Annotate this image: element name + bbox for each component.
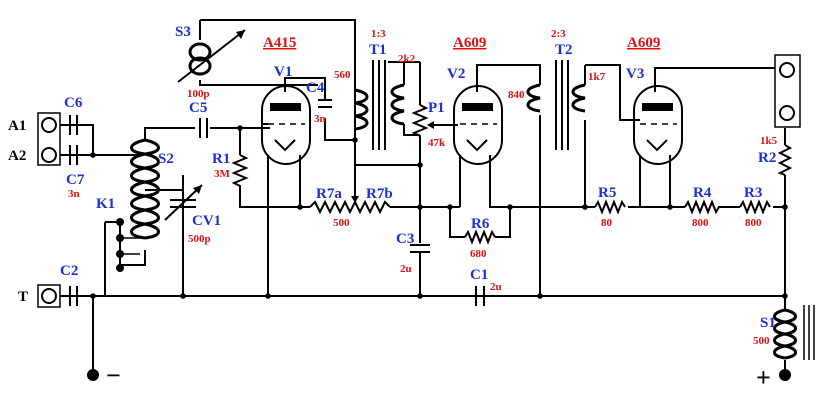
label-c7-value: 3n <box>68 188 80 200</box>
label-c7: C7 <box>66 172 85 188</box>
label-r7b: R7b <box>366 186 393 202</box>
label-2k2: 2k2 <box>398 53 416 65</box>
label-r3-value: 800 <box>745 217 762 229</box>
label-a2: A2 <box>8 148 26 164</box>
battery-terminals <box>87 369 791 381</box>
variable-capacitor-cv1 <box>164 184 203 221</box>
label-r2-value: 1k5 <box>760 135 778 147</box>
label-r2: R2 <box>758 150 776 166</box>
label-k1: K1 <box>96 196 115 212</box>
resistor-r5 <box>594 199 626 215</box>
junction-dots <box>90 125 788 299</box>
label-p1-value: 47k <box>428 137 446 149</box>
label-a1: A1 <box>8 118 26 134</box>
label-r3: R3 <box>744 185 762 201</box>
label-c1: C1 <box>470 267 488 283</box>
label-r6-value: 680 <box>470 248 487 260</box>
label-v3: V3 <box>626 66 644 82</box>
resistor-r6 <box>464 229 496 245</box>
label-a609-v3: A609 <box>627 35 660 51</box>
label-560: 560 <box>334 69 351 81</box>
label-a415: A415 <box>263 35 296 51</box>
label-cv1: CV1 <box>192 213 221 229</box>
label-c5: C5 <box>189 100 207 116</box>
capacitor-c1 <box>475 286 485 306</box>
output-terminals <box>774 54 801 128</box>
label-p1: P1 <box>428 100 445 116</box>
label-c2: C2 <box>60 263 78 279</box>
switch-k1 <box>105 218 140 272</box>
label-t2-ratio: 2:3 <box>551 28 566 40</box>
coil-s2 <box>130 138 160 240</box>
capacitor-c4 <box>318 99 332 108</box>
valve-v2 <box>453 85 503 165</box>
label-1k7: 1k7 <box>588 71 606 83</box>
capacitor-c3 <box>410 244 430 253</box>
label-c3: C3 <box>396 231 414 247</box>
label-a609-v2: A609 <box>453 35 486 51</box>
label-c1-value: 2u <box>490 281 502 293</box>
label-c6: C6 <box>64 95 83 111</box>
label-840: 840 <box>508 89 525 101</box>
resistor-r3 <box>739 199 771 215</box>
capacitor-c2 <box>69 286 78 306</box>
coil-s3 <box>177 29 246 83</box>
label-c4-value: 3n <box>314 113 326 125</box>
capacitor-c5 <box>199 118 208 138</box>
label-r1-value: 3M <box>214 168 231 180</box>
label-r4: R4 <box>693 185 712 201</box>
valve-v3 <box>633 85 683 165</box>
resistor-r7 <box>309 165 391 215</box>
label-s1: S1 <box>760 315 776 331</box>
label-s1-value: 500 <box>753 335 770 347</box>
label-s3: S3 <box>175 24 191 40</box>
label-v2: V2 <box>447 66 465 82</box>
label-s2: S2 <box>158 151 174 167</box>
transformer-t2 <box>526 60 586 150</box>
label-t2: T2 <box>555 42 573 58</box>
wires <box>60 19 786 375</box>
choke-s1 <box>773 305 815 360</box>
label-r7a: R7a <box>316 186 342 202</box>
resistor-r1 <box>231 154 249 190</box>
label-c5-value: 100p <box>187 88 210 100</box>
label-t: T <box>18 289 28 305</box>
label-r5: R5 <box>598 185 616 201</box>
label-t1-ratio: 1:3 <box>371 28 386 40</box>
capacitor-c7 <box>69 145 78 165</box>
resistor-r2 <box>777 144 793 176</box>
label-r6: R6 <box>471 216 490 232</box>
resistor-r4 <box>684 199 720 215</box>
label-r1: R1 <box>212 151 230 167</box>
label-t1: T1 <box>369 42 387 58</box>
transformer-t1 <box>354 60 420 150</box>
label-plus: + <box>756 363 771 392</box>
valve-v1 <box>261 85 311 165</box>
label-r4-value: 800 <box>692 217 709 229</box>
label-r5-value: 80 <box>601 217 613 229</box>
potentiometer-p1 <box>411 104 440 145</box>
label-c4: C4 <box>306 80 325 96</box>
label-minus: − <box>106 361 121 390</box>
labels: S3 A415 A609 A609 V1 V2 V3 1:3 T1 2:3 T2… <box>8 24 778 392</box>
label-r7-value: 500 <box>333 217 350 229</box>
label-v1: V1 <box>274 64 292 80</box>
label-cv1-value: 500p <box>188 233 211 245</box>
label-c3-value: 2u <box>400 263 412 275</box>
antenna-terminals <box>37 112 61 308</box>
capacitor-c6 <box>69 115 78 135</box>
